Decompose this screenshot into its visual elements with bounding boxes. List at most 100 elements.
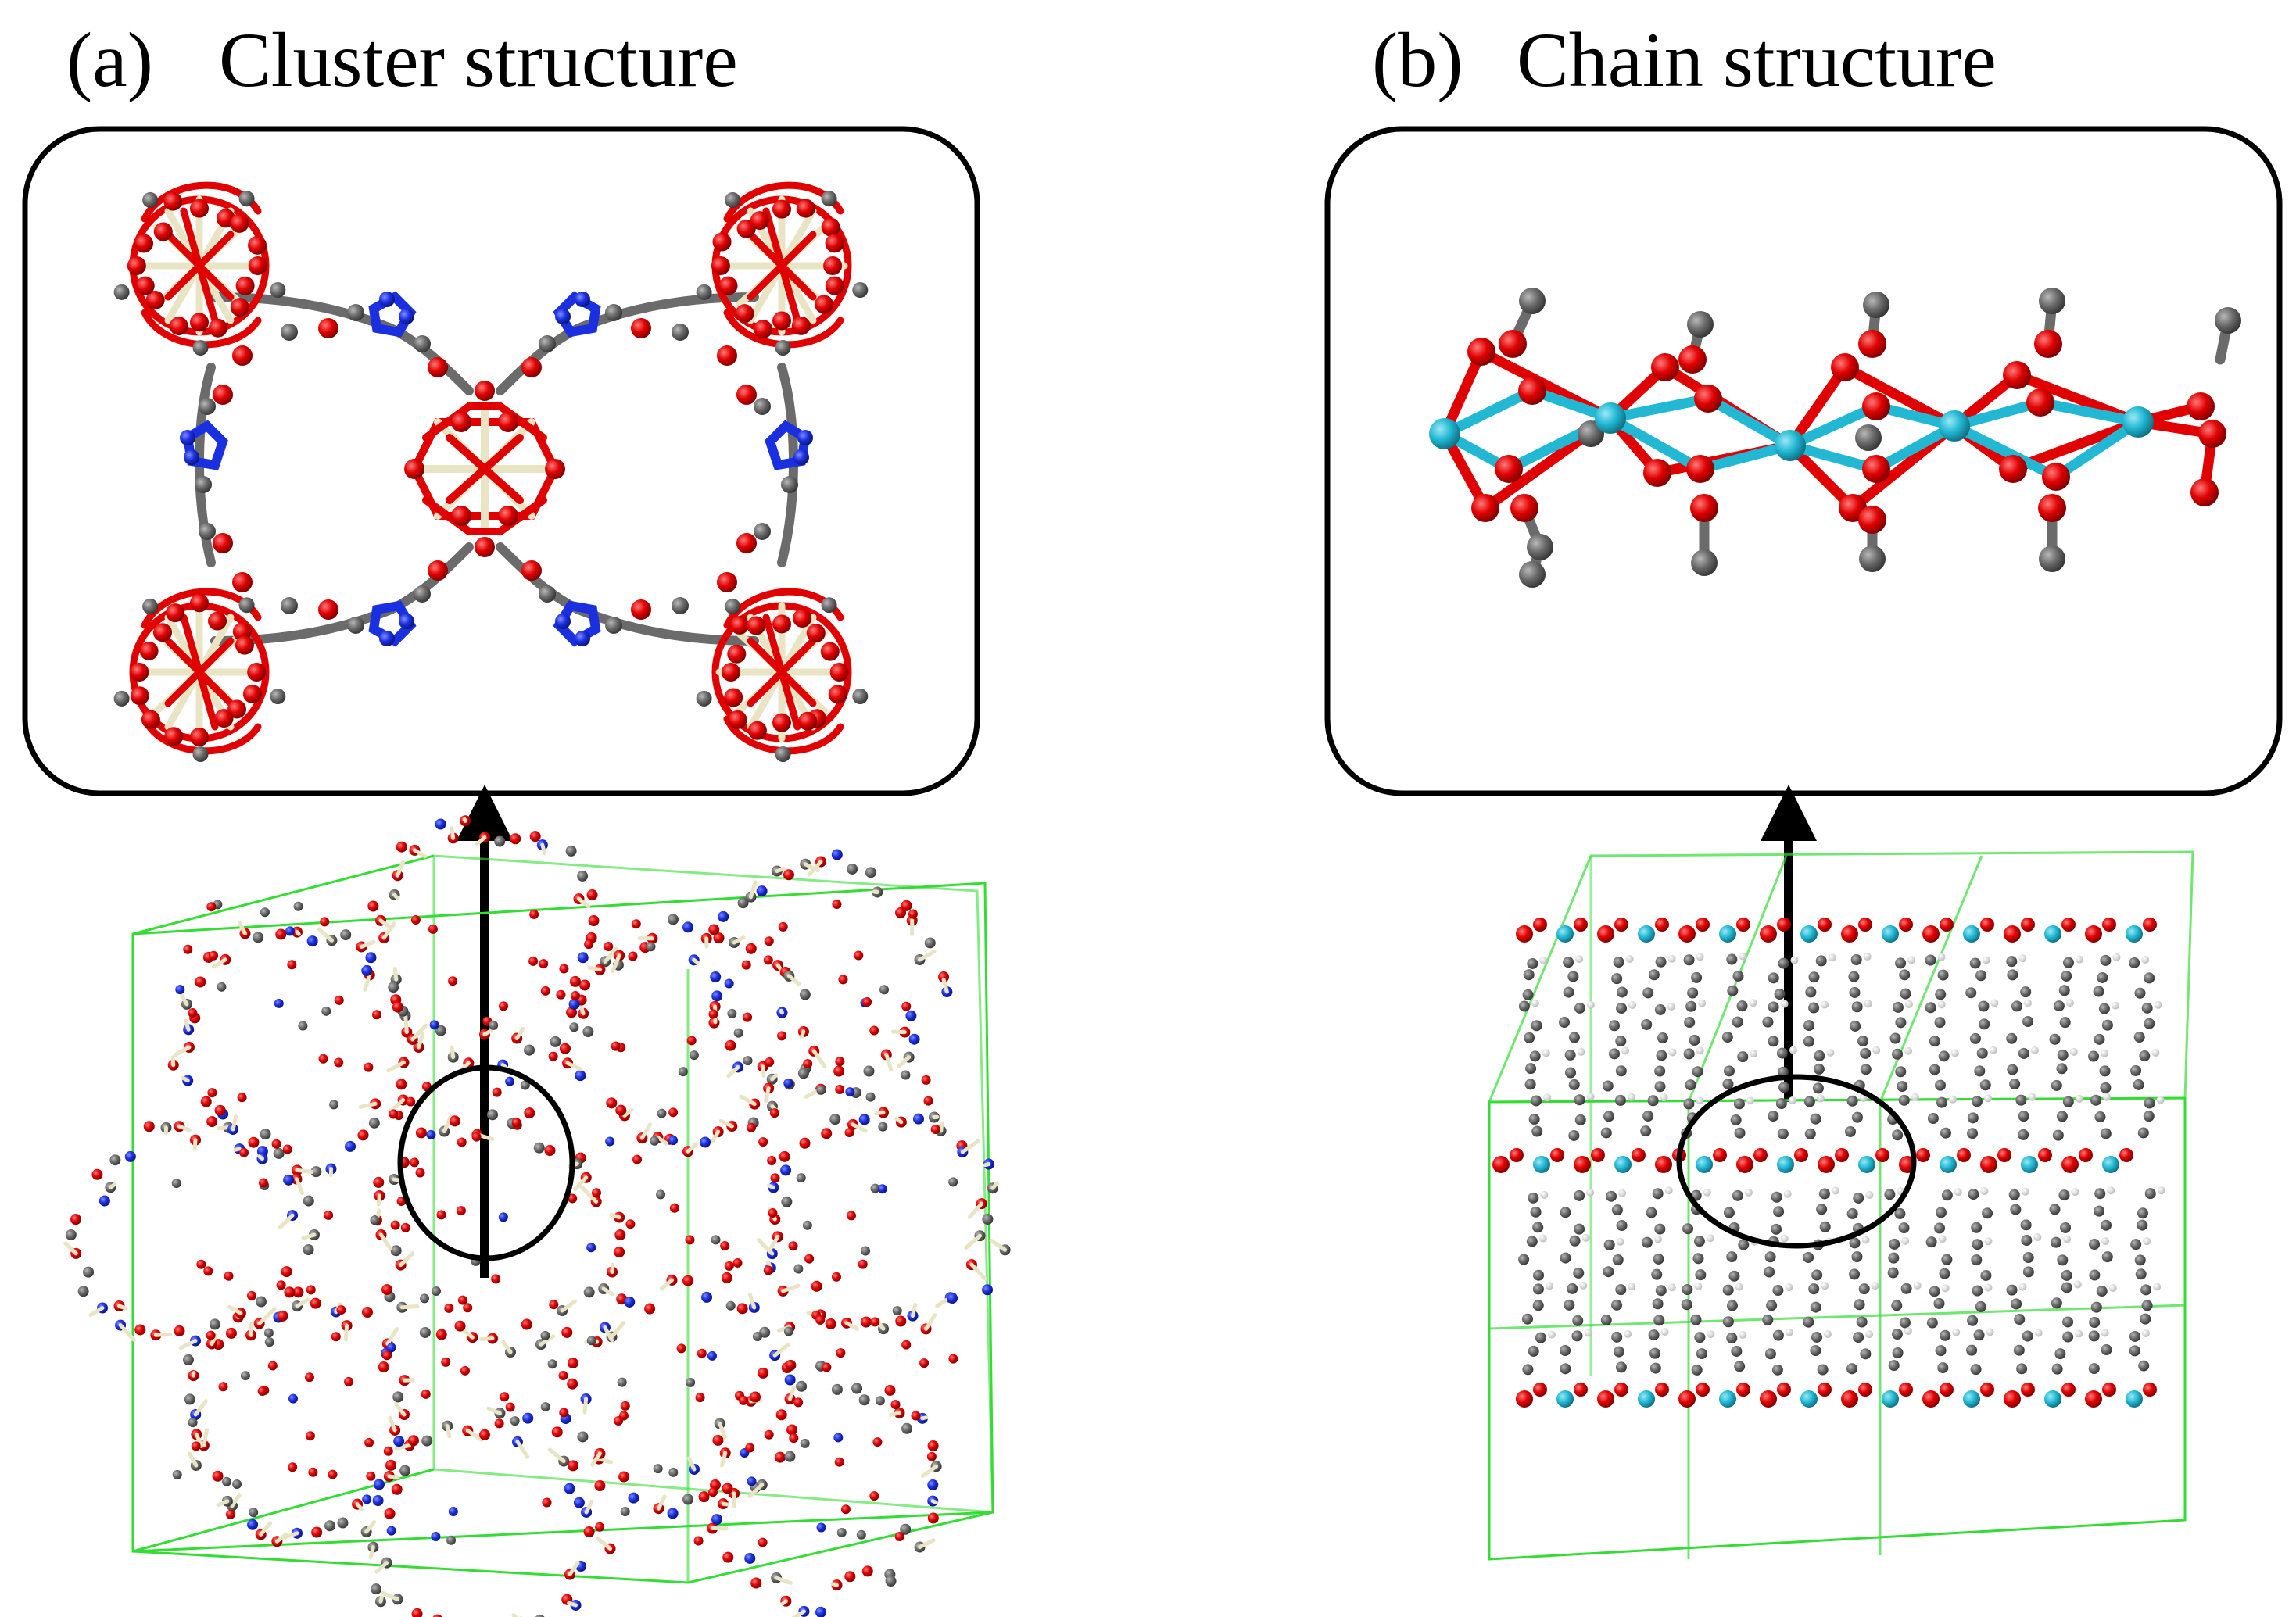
lattice-atom (1980, 1156, 1997, 1173)
lattice-atom (605, 1136, 615, 1147)
lattice-atom (1577, 1047, 1585, 1056)
oxygen-atom (1862, 455, 1890, 483)
lattice-atom (1522, 989, 1534, 1000)
oxygen-atom (717, 572, 737, 592)
lattice-atom (195, 976, 206, 988)
lattice-atom (1726, 1300, 1738, 1311)
lattice-atom (1968, 1189, 1979, 1200)
lattice-atom (273, 1147, 285, 1159)
lattice-atom (1764, 1251, 1776, 1263)
oxygen-atom (772, 311, 791, 331)
lattice-atom (947, 1293, 958, 1304)
lattice-bond (355, 1502, 364, 1511)
lattice-atom (1750, 1050, 1758, 1058)
lattice-atom (567, 1378, 578, 1390)
nitrogen-atom (575, 631, 590, 646)
lattice-atom (1611, 973, 1623, 985)
carbon-atom (142, 598, 159, 614)
lattice-atom (862, 997, 872, 1007)
lattice-atom (1954, 1188, 1962, 1197)
carbon-atom (539, 335, 556, 352)
lattice-atom (708, 1009, 718, 1019)
lattice-atom (884, 1384, 896, 1396)
lattice-atom (263, 1328, 274, 1338)
lattice-atom (1678, 925, 1696, 943)
lattice-atom (547, 1359, 557, 1369)
lattice-atom (2051, 1363, 2063, 1375)
lattice-atom (577, 952, 589, 964)
lattice-atom (1527, 957, 1538, 969)
lattice-atom (894, 1531, 904, 1541)
lattice-atom (732, 1257, 743, 1268)
lattice-atom (763, 1265, 773, 1275)
lattice-atom (1803, 1251, 1814, 1263)
lattice-bond (450, 826, 456, 840)
lattice-atom (1864, 1000, 1872, 1008)
lattice-atom (1542, 1049, 1550, 1057)
lattice-bond (358, 1101, 378, 1109)
lattice-atom (768, 1208, 778, 1218)
lattice-atom (1984, 1283, 1993, 1292)
lattice-atom (1654, 1065, 1666, 1077)
lattice-atom (1916, 1148, 1930, 1162)
lattice-atom (2056, 1111, 2068, 1122)
lattice-atom (1911, 1093, 1919, 1101)
lattice-atom (1925, 1236, 1937, 1248)
lattice-atom (1632, 1148, 1646, 1162)
lattice-atom (860, 1316, 872, 1328)
lattice-atom (1785, 1283, 1793, 1292)
panel-a-lattice-atoms (63, 815, 1011, 1617)
lattice-bond (582, 1397, 589, 1415)
lattice-atom (209, 950, 219, 961)
lattice-atom (1861, 1236, 1870, 1244)
lattice-atom (1625, 955, 1634, 964)
oxygen-atom (127, 256, 146, 275)
lattice-atom (520, 1080, 530, 1090)
panel-a: (a) Cluster structure (22, 16, 1011, 1617)
carbon-atom (192, 339, 209, 356)
lattice-atom (1600, 1315, 1612, 1326)
lattice-atom (217, 982, 227, 992)
oxygen-atom (717, 345, 737, 366)
lattice-atom (620, 1401, 630, 1411)
panel-b-atoms (1429, 288, 2241, 588)
lattice-atom (1892, 1001, 1904, 1013)
oxygen-atom (451, 506, 471, 526)
lattice-atom (586, 1243, 596, 1253)
lattice-atom (174, 1325, 185, 1336)
lattice-atom (1766, 1300, 1778, 1311)
lattice-bond (380, 1590, 400, 1601)
lattice-atom (895, 907, 907, 918)
lattice-atom (1533, 1383, 1547, 1397)
lattice-atom (838, 975, 848, 985)
lattice-atom (2134, 987, 2146, 999)
lattice-atom (1603, 1266, 1614, 1278)
lattice-atom (1980, 1269, 1992, 1281)
lattice-atom (1858, 1283, 1870, 1295)
lattice-atom (877, 1184, 887, 1194)
lattice-atom (2135, 1268, 2147, 1280)
lattice-atom (1935, 989, 1947, 1000)
lattice-bond (567, 1601, 578, 1608)
lattice-atom (1967, 1112, 1979, 1124)
lattice-atom (1656, 1050, 1667, 1061)
lattice-atom (656, 1189, 666, 1200)
lattice-atom (1815, 955, 1827, 967)
lattice-bond (601, 1286, 614, 1296)
lattice-atom (1683, 1048, 1695, 1060)
lattice-atom (844, 1571, 856, 1583)
lattice-atom (614, 1247, 625, 1258)
lattice-atom (834, 1457, 844, 1467)
lattice-atom (1687, 987, 1699, 999)
lattice-bond (888, 1411, 901, 1417)
lattice-bond (278, 1213, 295, 1229)
lattice-atom (2033, 1233, 2042, 1242)
lattice-atom (2137, 1207, 2148, 1219)
lattice-atom (724, 978, 734, 989)
lattice-atom (542, 1497, 552, 1508)
oxygen-atom (1858, 330, 1886, 358)
lattice-atom (727, 1008, 737, 1018)
lattice-atom (1581, 1233, 1590, 1242)
lattice-atom (1615, 1065, 1627, 1077)
lattice-atom (763, 955, 773, 965)
